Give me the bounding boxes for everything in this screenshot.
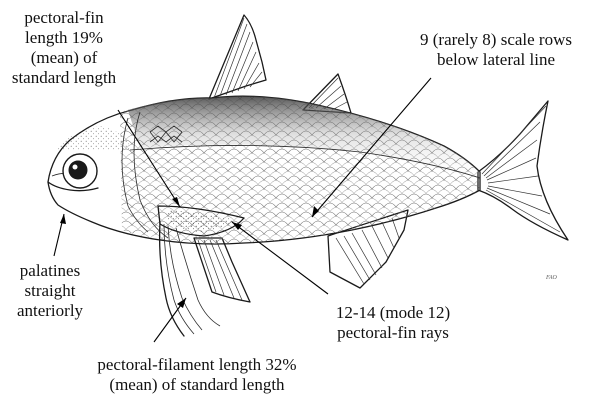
eye-iris — [69, 161, 88, 180]
label-pectoral-filament-length: pectoral-filament length 32% (mean) of s… — [97, 355, 296, 394]
eye-highlight — [73, 165, 78, 170]
pelvic-fin — [194, 238, 250, 302]
label-pectoral-fin-length: pectoral-fin length 19% (mean) of standa… — [12, 8, 117, 87]
artist-signature: FAO — [545, 275, 558, 281]
label-scale-rows: 9 (rarely 8) scale rows below lateral li… — [420, 30, 572, 69]
label-line: (mean) of — [31, 48, 98, 67]
label-line: 9 (rarely 8) scale rows — [420, 30, 572, 49]
dorsal-fin — [209, 15, 266, 99]
label-palatines: palatines straight anteriorly — [17, 261, 84, 320]
label-line: length 19% — [25, 28, 103, 47]
arrow-palatines — [60, 214, 66, 224]
label-line: pectoral-fin rays — [337, 323, 449, 342]
label-line: straight — [25, 281, 76, 300]
label-line: (mean) of standard length — [109, 375, 285, 394]
caudal-fin — [478, 101, 568, 240]
label-line: below lateral line — [437, 50, 555, 69]
label-line: standard length — [12, 68, 117, 87]
label-line: palatines — [20, 261, 80, 280]
label-line: pectoral-filament length 32% — [97, 355, 296, 374]
label-line: anteriorly — [17, 301, 84, 320]
label-line: 12-14 (mode 12) — [336, 303, 450, 322]
label-pectoral-fin-rays: 12-14 (mode 12) pectoral-fin rays — [336, 303, 450, 342]
label-line: pectoral-fin — [24, 8, 104, 27]
